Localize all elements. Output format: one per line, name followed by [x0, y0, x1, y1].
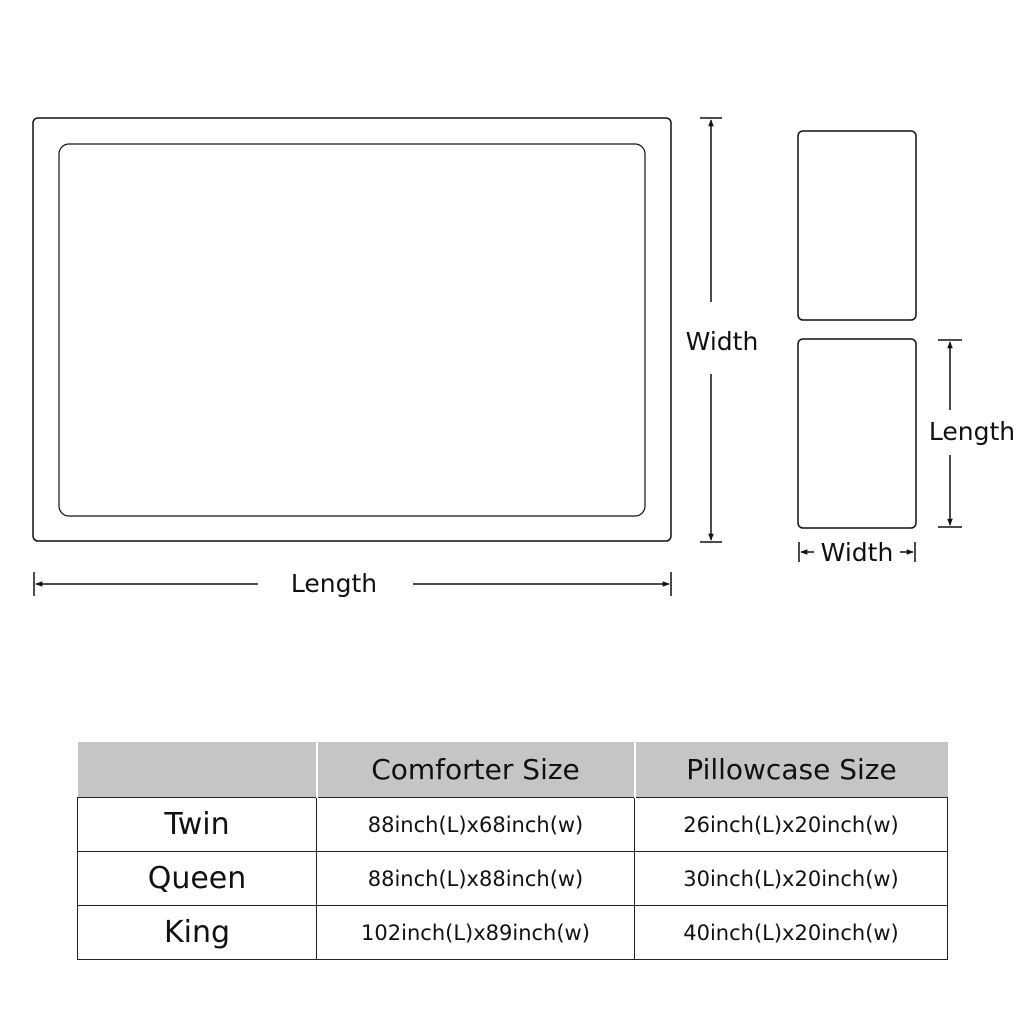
- comforter-dimensions: 88inch(L)x88inch(w): [316, 851, 635, 906]
- size-table: Comforter Size Pillowcase Size Twin 88in…: [77, 742, 948, 960]
- comforter-length-label: Length: [291, 569, 377, 598]
- size-name: Queen: [77, 851, 317, 906]
- header-size-column: [77, 742, 317, 798]
- comforter-width-label: Width: [686, 327, 759, 356]
- pillowcase-dimensions: 40inch(L)x20inch(w): [634, 905, 948, 960]
- size-diagram-svg: Width Length Length Width: [32, 117, 1015, 598]
- pillowcase-length-label: Length: [929, 417, 1015, 446]
- comforter-inner-outline: [58, 143, 646, 517]
- pillowcase-width-label: Width: [821, 538, 894, 567]
- table-row: Queen 88inch(L)x88inch(w) 30inch(L)x20in…: [77, 851, 948, 906]
- size-name: King: [77, 905, 317, 960]
- pillowcase-dimensions: 26inch(L)x20inch(w): [634, 797, 948, 852]
- table-header-row: Comforter Size Pillowcase Size: [77, 742, 948, 798]
- pillowcase-dimensions: 30inch(L)x20inch(w): [634, 851, 948, 906]
- comforter-outline: [32, 117, 672, 542]
- header-pillowcase-size: Pillowcase Size: [633, 742, 948, 798]
- table-row: King 102inch(L)x89inch(w) 40inch(L)x20in…: [77, 905, 948, 960]
- pillowcase-bottom-outline: [797, 338, 917, 529]
- size-name: Twin: [77, 797, 317, 852]
- comforter-dimensions: 88inch(L)x68inch(w): [316, 797, 635, 852]
- size-diagram: Width Length Length Width: [32, 117, 1015, 598]
- pillowcase-top-outline: [797, 130, 917, 321]
- table-row: Twin 88inch(L)x68inch(w) 26inch(L)x20inc…: [77, 797, 948, 852]
- header-comforter-size: Comforter Size: [315, 742, 635, 798]
- comforter-dimensions: 102inch(L)x89inch(w): [316, 905, 635, 960]
